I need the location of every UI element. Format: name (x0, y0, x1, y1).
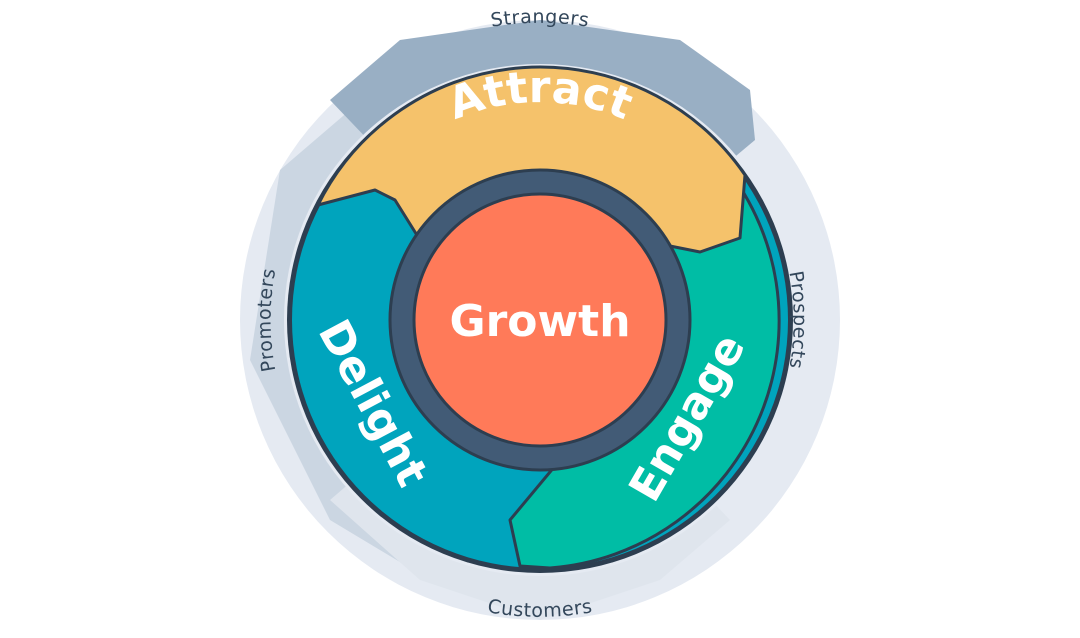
growth-circle (412, 192, 668, 448)
strangers-label-path: Strangers (489, 6, 590, 32)
strangers-label: Strangers (489, 6, 590, 32)
growth-label: Growth (449, 296, 630, 347)
growth-center: Growth (388, 168, 692, 472)
